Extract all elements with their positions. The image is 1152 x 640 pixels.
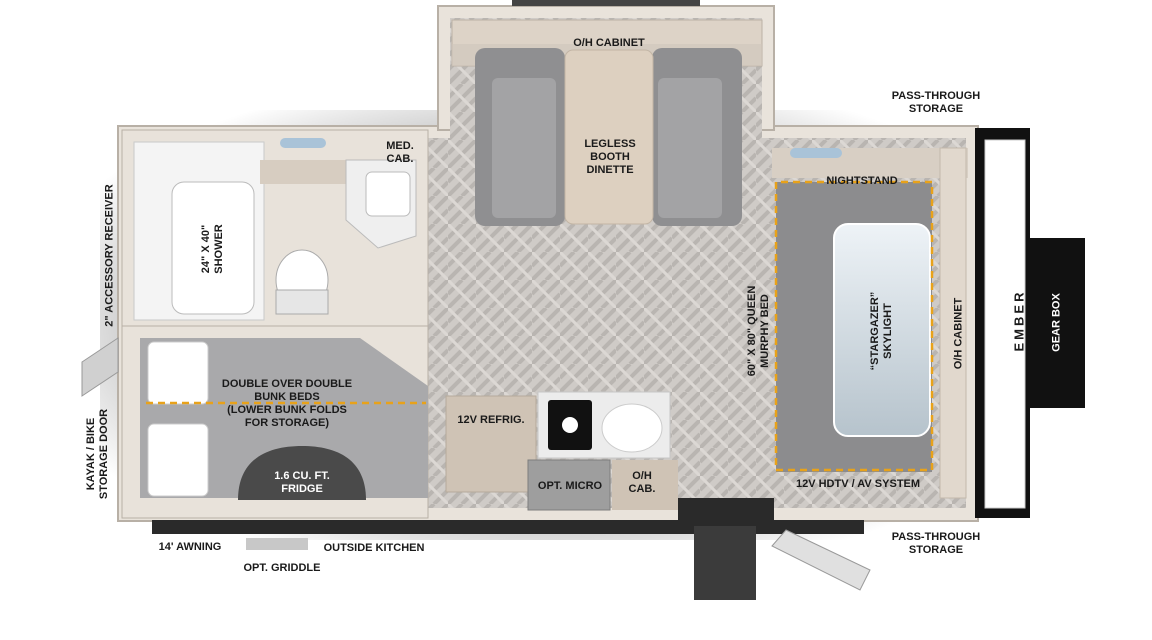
outside-kitchen-label: OUTSIDE KITCHEN xyxy=(323,542,425,554)
pass-through-bottom-label: PASS-THROUGH STORAGE xyxy=(891,531,981,556)
murphy-bed-label: 60" X 80" QUEEN MURPHY BED xyxy=(746,285,771,377)
awning-strip xyxy=(81,0,871,600)
kitchen xyxy=(445,391,678,511)
dinette-area xyxy=(451,19,763,226)
dinette-label: LEGLESS BOOTH DINETTE xyxy=(584,138,636,176)
accessory-receiver-label: 2" ACCESSORY RECEIVER xyxy=(103,184,116,327)
griddle-label: OPT. GRIDDLE xyxy=(243,562,321,574)
bathroom xyxy=(121,129,429,327)
oh-cab-small-label: O/H CAB. xyxy=(628,470,656,495)
micro-label: OPT. MICRO xyxy=(537,480,603,492)
front-cap xyxy=(975,128,1085,518)
shower-label: 24" X 40" SHOWER xyxy=(200,224,225,274)
brand-logo: EMBER xyxy=(1011,289,1027,352)
refrig-label: 12V REFRIG. xyxy=(457,414,525,426)
bunk-beds-label: DOUBLE OVER DOUBLE BUNK BEDS (LOWER BUNK… xyxy=(221,378,353,429)
nightstand-label: NIGHTSTAND xyxy=(826,175,898,187)
pass-through-top-label: PASS-THROUGH STORAGE xyxy=(891,90,981,115)
gear-box-label: GEAR BOX xyxy=(1050,293,1063,352)
bedroom xyxy=(772,147,968,499)
oh-cabinet-top-label: O/H CABINET xyxy=(573,37,645,49)
med-cab-label: MED. CAB. xyxy=(386,140,414,165)
fridge-label: 1.6 CU. FT. FRIDGE xyxy=(274,470,330,495)
skylight-label: “STARGAZER” SKYLIGHT xyxy=(869,291,894,371)
oh-cabinet-right-label: O/H CABINET xyxy=(952,297,965,370)
dashed-outlines xyxy=(146,180,934,472)
awning-label: 14' AWNING xyxy=(158,541,222,553)
hdtv-label: 12V HDTV / AV SYSTEM xyxy=(795,478,921,490)
bunk-room xyxy=(121,325,429,519)
kayak-door-label: KAYAK / BIKE STORAGE DOOR xyxy=(85,408,110,500)
